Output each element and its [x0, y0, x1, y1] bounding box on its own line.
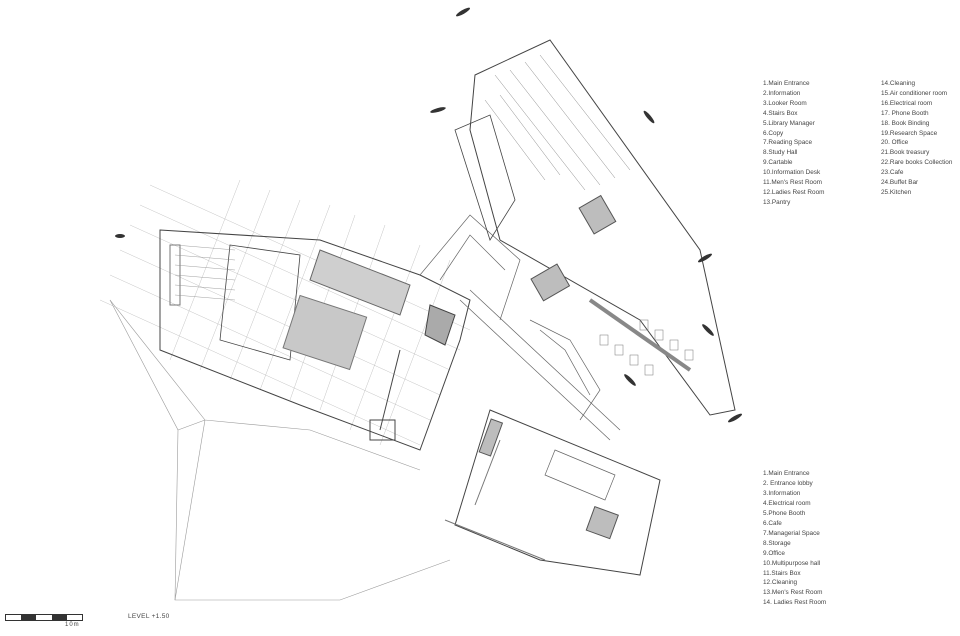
scale-bar — [5, 614, 83, 621]
legend-item: 7.Managerial Space — [763, 529, 820, 537]
legend-item: 8.Storage — [763, 539, 791, 547]
legend-item: 1.Main Entrance — [763, 470, 810, 477]
legend-item: 25.Kitchen — [881, 188, 912, 196]
legend-item: 8.Study Hall — [763, 149, 798, 157]
legend-item: 14.Cleaning — [881, 80, 916, 87]
legend-item: 24.Buffet Bar — [881, 179, 919, 187]
legend-item: 4.Electrical room — [763, 499, 811, 507]
legend-item: 13.Pantry — [763, 198, 791, 206]
legend-item: 6.Cafe — [763, 519, 782, 527]
legend-item: 18. Book Binding — [881, 119, 930, 127]
hall-building — [444, 409, 661, 576]
legend-item: 11.Stairs Box — [763, 569, 801, 577]
legend-item: 19.Research Space — [881, 129, 938, 137]
legend-item: 15.Air conditioner room — [881, 89, 948, 97]
legend-item: 12.Cleaning — [763, 579, 798, 587]
legend-item: 10.Multipurpose hall — [763, 559, 821, 567]
legend-item: 3.Information — [763, 489, 801, 497]
bridge-structure — [419, 214, 621, 441]
legend-item: 17. Phone Booth — [881, 109, 929, 117]
section-markers — [115, 7, 742, 423]
scale-label: 10m — [65, 622, 80, 628]
legend-item: 9.Office — [763, 549, 785, 557]
library-legend-column-a: 1.Main Entrance 2.Information 3.Looker R… — [763, 79, 824, 208]
legend-item: 9.Cartable — [763, 159, 793, 167]
legend-item: 5.Library Manager — [763, 119, 815, 127]
legend-item: 21.Book treasury — [881, 149, 930, 157]
legend-item: 6.Copy — [763, 129, 784, 137]
legend-item: 2. Entrance lobby — [763, 479, 813, 487]
legend-item: 1.Main Entrance — [763, 80, 810, 87]
legend-item: 13.Men's Rest Room — [763, 589, 823, 597]
legend-item: 11.Men's Rest Room — [763, 179, 822, 187]
library-building — [454, 39, 736, 416]
legend-item: 2.Information — [763, 89, 801, 97]
level-label: LEVEL +1.50 — [128, 613, 170, 620]
legend-item: 16.Electrical room — [881, 99, 933, 107]
legend-item: 3.Looker Room — [763, 99, 807, 107]
legend-item: 20. Office — [881, 139, 909, 147]
hall-legend: 1.Main Entrance 2. Entrance lobby 3.Info… — [763, 469, 826, 608]
legend-item: 5.Phone Booth — [763, 509, 806, 517]
library-legend-column-b: 14.Cleaning 15.Air conditioner room 16.E… — [881, 79, 952, 198]
legend-item: 7.Reading Space — [763, 139, 813, 147]
site-outline — [109, 299, 451, 601]
legend-item: 22.Rare books Collection — [881, 159, 953, 167]
left-building — [159, 229, 471, 451]
legend-item: 14. Ladies Rest Room — [763, 599, 827, 607]
legend-item: 10.Information Desk — [763, 169, 821, 177]
legend-item: 23.Cafe — [881, 169, 904, 177]
legend-item: 4.Stairs Box — [763, 109, 798, 117]
legend-item: 12.Ladies Rest Room — [763, 188, 825, 196]
